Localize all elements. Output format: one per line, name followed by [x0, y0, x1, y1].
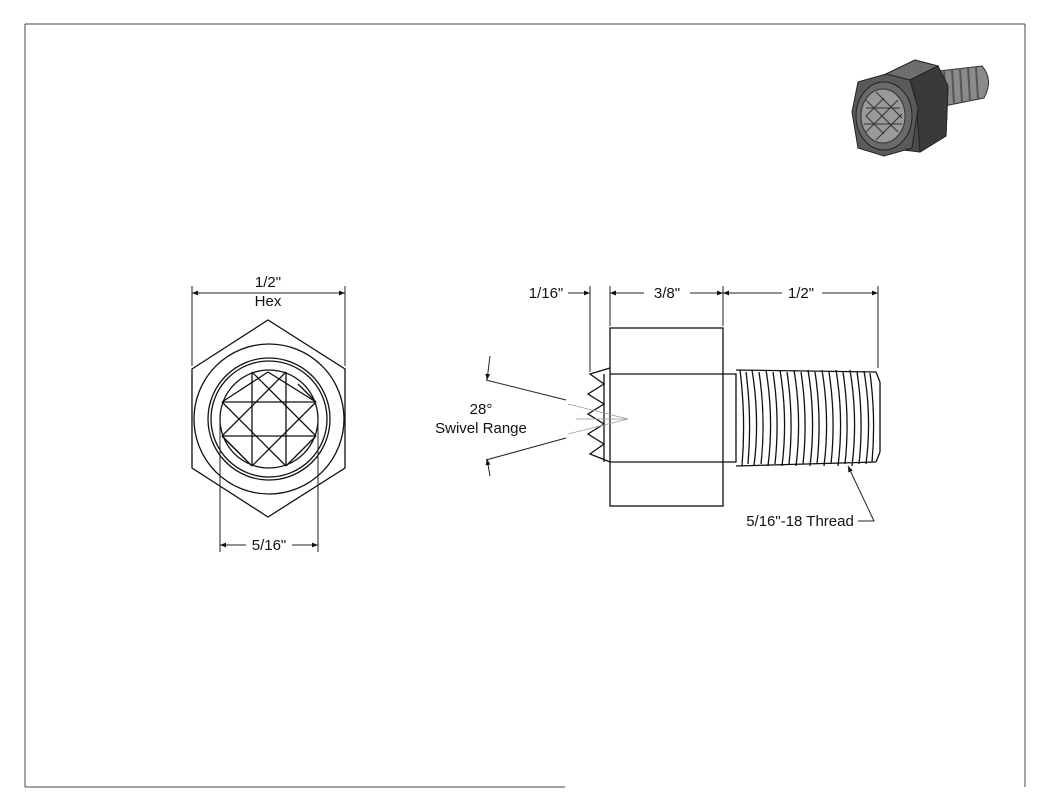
hex-length-label: 3/8" — [654, 285, 680, 302]
front-view — [191, 286, 346, 552]
side-view — [485, 286, 881, 522]
thread-callout: 5/16"-18 Thread — [746, 513, 854, 530]
hex-size-label: 1/2" — [255, 274, 281, 291]
thread-length-label: 1/2" — [788, 285, 814, 302]
angle-caption: Swivel Range — [435, 420, 527, 437]
isometric-thumbnail — [851, 59, 989, 157]
pad-length-label: 1/16" — [529, 285, 564, 302]
angle-label: 28° — [470, 401, 493, 418]
sheet-border — [24, 23, 1026, 788]
hex-word-label: Hex — [255, 293, 282, 310]
face-diameter-label: 5/16" — [252, 537, 287, 554]
